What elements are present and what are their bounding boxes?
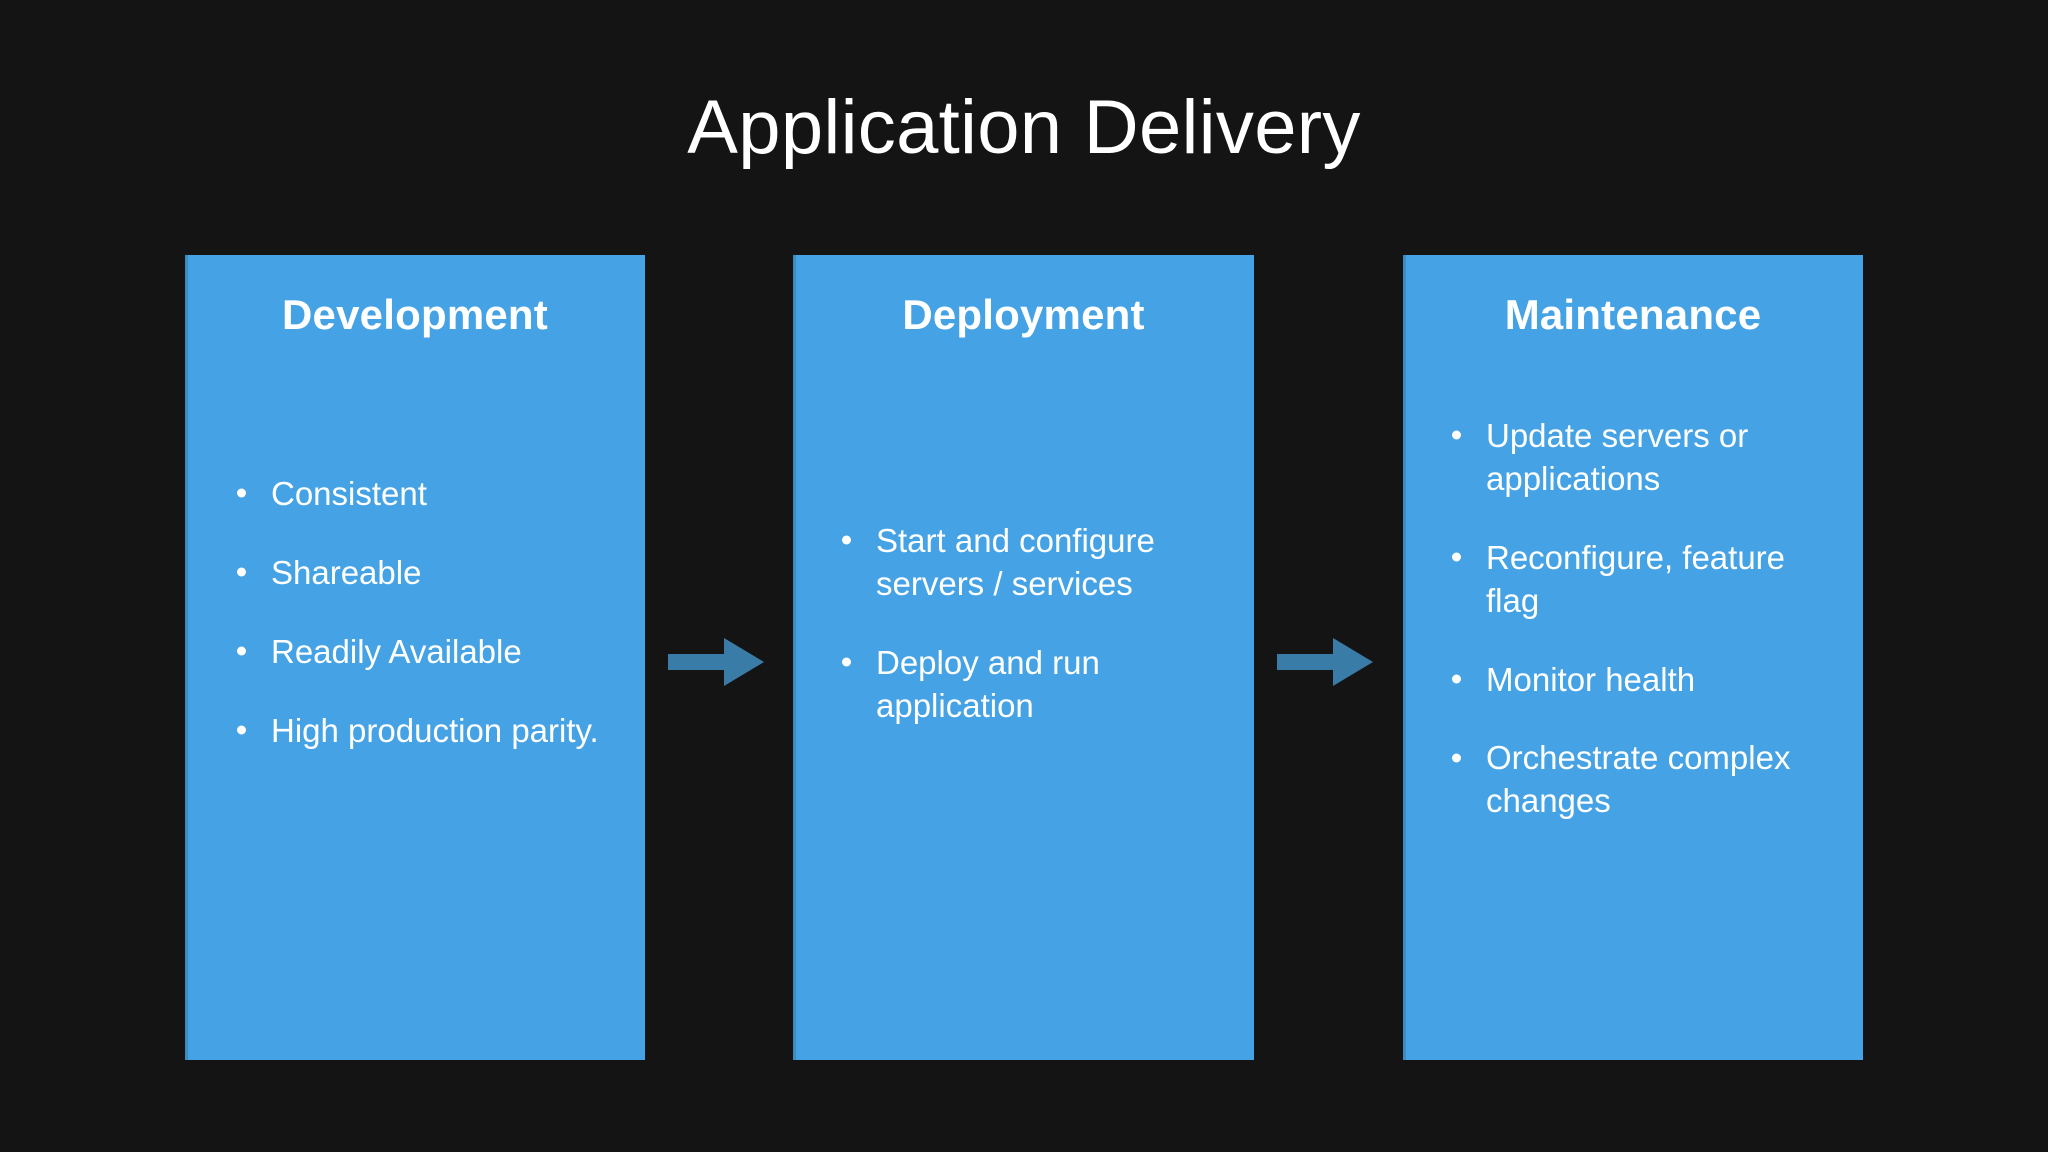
stage-card-deployment[interactable]: Deployment Start and configure servers /… (793, 255, 1254, 1060)
list-item: Deploy and run application (838, 642, 1224, 728)
list-item-label: Update servers or applications (1486, 417, 1749, 497)
list-item: Reconfigure, feature flag (1448, 537, 1837, 623)
list-item: Shareable (233, 552, 615, 595)
list-item-label: Reconfigure, feature flag (1486, 538, 1786, 619)
bullet-dot-icon (1452, 552, 1461, 562)
list-item-label: Consistent (271, 475, 427, 512)
page-title: Application Delivery (687, 85, 1361, 170)
bullet-dot-icon (1452, 674, 1461, 684)
list-item: High production parity. (233, 710, 615, 753)
arrow-development-to-deployment-icon (668, 636, 764, 688)
list-item: Orchestrate complex changes (1448, 737, 1837, 823)
list-item-label: High production parity. (271, 711, 599, 749)
bullet-dot-icon (237, 488, 246, 498)
stage-heading-maintenance: Maintenance (1504, 291, 1762, 338)
bullet-dot-icon (842, 535, 851, 545)
list-item: Monitor health (1448, 659, 1837, 702)
stage-card-development[interactable]: Development Consistent Shareable Readily… (185, 255, 645, 1060)
bullet-dot-icon (1452, 430, 1461, 440)
list-item: Update servers or applications (1448, 415, 1837, 501)
list-item-label: Start and configure servers / services (876, 522, 1155, 602)
bullet-dot-icon (237, 646, 246, 656)
bullet-dot-icon (842, 657, 851, 667)
bullet-dot-icon (237, 567, 246, 577)
list-item: Readily Available (233, 631, 615, 674)
list-item-label: Orchestrate complex changes (1486, 739, 1791, 820)
list-item-label: Readily Available (271, 632, 522, 670)
stage-bullets-deployment: Start and configure servers / services D… (793, 520, 1254, 728)
list-item: Consistent (233, 473, 615, 516)
list-item-label: Monitor health (1486, 660, 1696, 698)
bullet-dot-icon (1452, 753, 1461, 763)
stage-heading-development: Development (282, 291, 548, 338)
list-item: Start and configure servers / services (838, 520, 1224, 606)
list-item-label: Shareable (271, 553, 422, 591)
bullet-dot-icon (237, 725, 246, 735)
arrow-deployment-to-maintenance-icon (1277, 636, 1373, 688)
list-item-label: Deploy and run application (876, 643, 1100, 724)
stage-bullets-development: Consistent Shareable Readily Available H… (185, 473, 645, 753)
stage-bullets-maintenance: Update servers or applications Reconfigu… (1403, 415, 1863, 823)
stage-card-maintenance[interactable]: Maintenance Update servers or applicatio… (1403, 255, 1863, 1060)
stage-heading-deployment: Deployment (902, 291, 1145, 338)
